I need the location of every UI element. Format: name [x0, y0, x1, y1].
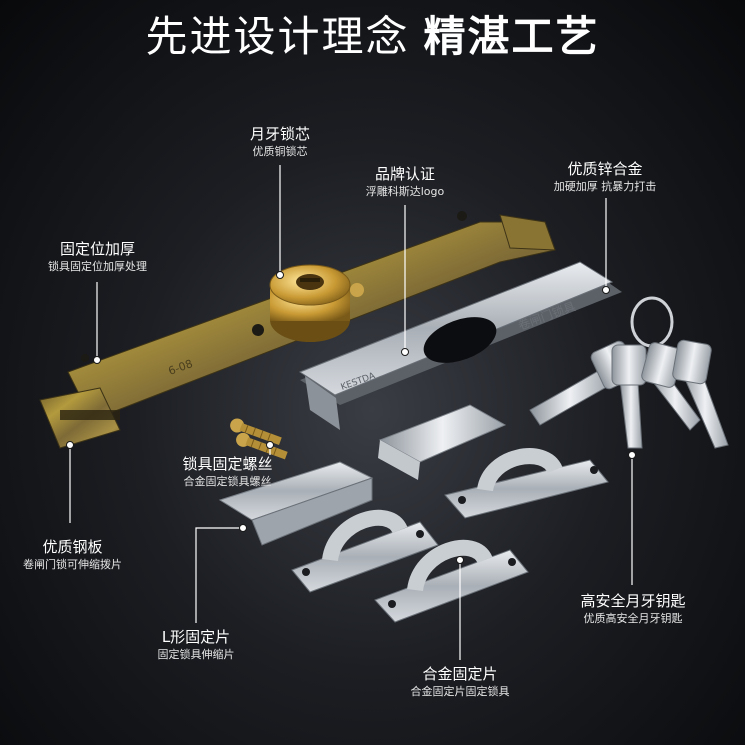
label-brand-title: 品牌认证 — [374, 165, 435, 183]
label-fixed-thick-sub: 锁具固定位加厚处理 — [48, 260, 147, 273]
saddle-clamps — [291, 448, 609, 623]
label-lock-core: 月牙锁芯 优质铜锁芯 — [240, 125, 320, 159]
l-bracket — [218, 461, 374, 546]
label-keys: 高安全月牙钥匙 优质高安全月牙钥匙 — [568, 592, 698, 626]
title-main: 先进设计理念 — [145, 12, 410, 61]
label-fixed-thick: 固定位加厚 锁具固定位加厚处理 — [25, 240, 170, 274]
label-fixed-thick-title: 固定位加厚 — [59, 240, 135, 258]
label-alloy-piece: 合金固定片 合金固定片固定锁具 — [397, 665, 523, 699]
label-alloy-piece-sub: 合金固定片固定锁具 — [410, 685, 510, 698]
label-zinc-title: 优质锌合金 — [567, 160, 643, 178]
title-bold: 精湛工艺 — [423, 12, 600, 61]
label-keys-title: 高安全月牙钥匙 — [580, 592, 686, 610]
label-screws-sub: 合金固定锁具螺丝 — [183, 475, 272, 488]
label-alloy-piece-title: 合金固定片 — [422, 665, 498, 683]
label-keys-sub: 优质高安全月牙钥匙 — [583, 612, 683, 625]
label-brand: 品牌认证 浮雕科斯达logo — [345, 165, 465, 199]
lock-cylinder — [269, 264, 364, 342]
page-title: 先进设计理念精湛工艺 — [0, 10, 745, 64]
label-l-piece: L形固定片 固定锁具伸缩片 — [140, 628, 252, 662]
label-l-piece-title: L形固定片 — [161, 628, 231, 646]
screws — [230, 418, 288, 460]
label-screws: 锁具固定螺丝 合金固定锁具螺丝 — [165, 455, 290, 489]
label-brand-sub: 浮雕科斯达logo — [365, 185, 445, 198]
label-zinc: 优质锌合金 加硬加厚 抗暴力打击 — [540, 160, 670, 194]
callout-lines — [69, 165, 633, 660]
label-screws-title: 锁具固定螺丝 — [182, 455, 273, 473]
keys — [529, 296, 729, 449]
callout-dots — [66, 271, 636, 564]
label-steel-plate-sub: 卷闸门锁可伸缩拨片 — [23, 558, 122, 571]
label-lock-core-title: 月牙锁芯 — [249, 125, 310, 143]
label-zinc-sub: 加硬加厚 抗暴力打击 — [553, 180, 657, 193]
label-steel-plate: 优质钢板 卷闸门锁可伸缩拨片 — [5, 538, 140, 572]
label-steel-plate-title: 优质钢板 — [42, 538, 103, 556]
label-lock-core-sub: 优质铜锁芯 — [252, 145, 308, 158]
label-l-piece-sub: 固定锁具伸缩片 — [157, 648, 235, 661]
